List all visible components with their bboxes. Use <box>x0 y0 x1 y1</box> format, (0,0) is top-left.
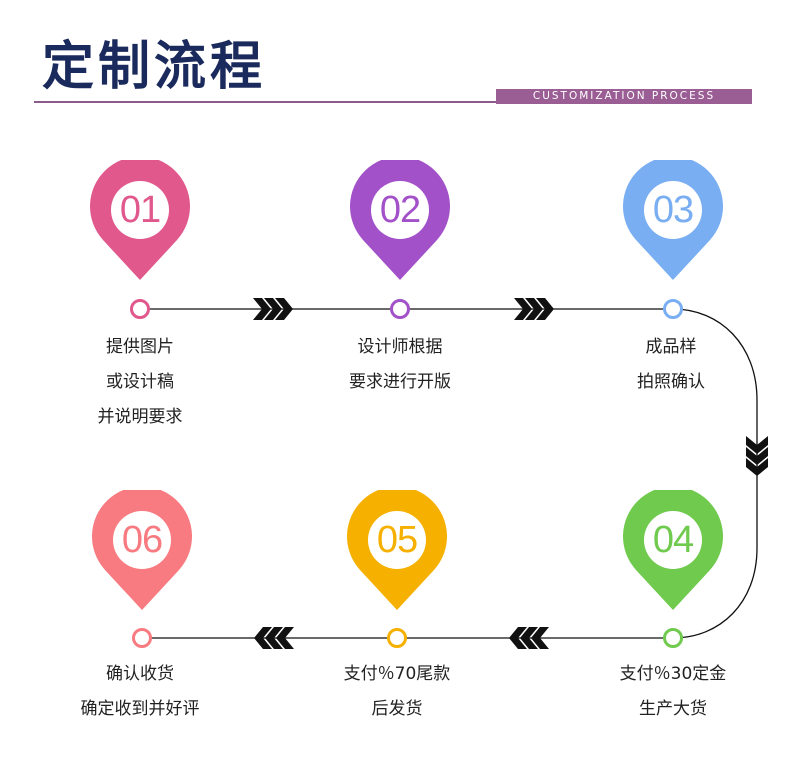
arrow-left-icon <box>509 627 549 649</box>
arrow-down-icon <box>746 436 768 476</box>
step-03-label: 成品样 拍照确认 <box>571 330 771 400</box>
step-01-line: 并说明要求 <box>97 407 183 427</box>
step-05-number: 05 <box>368 511 426 569</box>
step-01-line: 提供图片 <box>106 337 174 357</box>
step-04-label: 支付％30定金 生产大货 <box>573 657 773 727</box>
step-02-pin: 02 <box>350 156 450 282</box>
title-underline <box>34 101 752 103</box>
step-02-label: 设计师根据 要求进行开版 <box>300 330 500 400</box>
step-03-line: 成品样 <box>645 337 697 357</box>
step-05-dot <box>387 628 407 648</box>
step-03-pin: 03 <box>623 156 723 282</box>
step-03-line: 拍照确认 <box>637 372 705 392</box>
step-06-label: 确认收货 确定收到并好评 <box>40 657 240 727</box>
step-03-number: 03 <box>644 181 702 239</box>
step-02-line: 要求进行开版 <box>349 372 451 392</box>
step-05-label: 支付％70尾款 后发货 <box>297 657 497 727</box>
title-text: 定制流程 <box>42 37 267 97</box>
step-05-line: 支付％70尾款 <box>343 664 451 684</box>
step-04-number: 04 <box>644 511 702 569</box>
step-04-dot <box>663 628 683 648</box>
step-04-line: 生产大货 <box>639 699 707 719</box>
step-03-dot <box>663 299 683 319</box>
step-02-dot <box>390 299 410 319</box>
arrow-left-icon <box>254 627 294 649</box>
step-01-number: 01 <box>111 181 169 239</box>
step-04-line: 支付％30定金 <box>619 664 727 684</box>
step-01-line: 或设计稿 <box>106 372 174 392</box>
step-06-dot <box>132 628 152 648</box>
step-01-dot <box>130 299 150 319</box>
step-05-line: 后发货 <box>371 699 423 719</box>
step-02-line: 设计师根据 <box>357 337 443 357</box>
step-01-label: 提供图片 或设计稿 并说明要求 <box>40 330 240 435</box>
step-06-line: 确定收到并好评 <box>80 699 200 719</box>
step-05-pin: 05 <box>347 486 447 612</box>
step-01-pin: 01 <box>90 156 190 282</box>
step-06-line: 确认收货 <box>106 664 174 684</box>
arrow-right-icon <box>253 298 293 320</box>
subtitle-badge: CUSTOMIZATION PROCESS <box>496 89 752 104</box>
step-04-pin: 04 <box>623 486 723 612</box>
step-02-number: 02 <box>371 181 429 239</box>
arrow-right-icon <box>514 298 554 320</box>
step-06-number: 06 <box>113 511 171 569</box>
step-06-pin: 06 <box>92 486 192 612</box>
